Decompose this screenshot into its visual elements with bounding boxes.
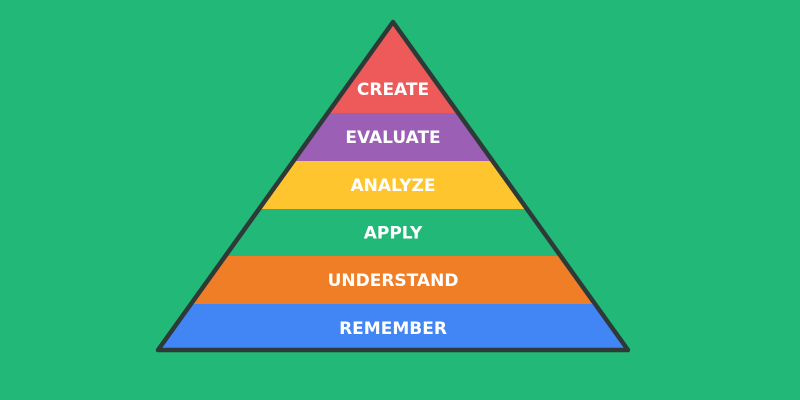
level-label: REMEMBER (339, 319, 447, 339)
level-label: APPLY (364, 224, 423, 244)
pyramid-level-understand (158, 256, 628, 305)
level-label: UNDERSTAND (328, 271, 459, 291)
level-label: CREATE (357, 80, 429, 100)
pyramid-outline (155, 19, 631, 353)
level-label: ANALYZE (351, 176, 436, 196)
pyramid-level-remember (158, 304, 628, 350)
level-label: EVALUATE (345, 128, 440, 148)
